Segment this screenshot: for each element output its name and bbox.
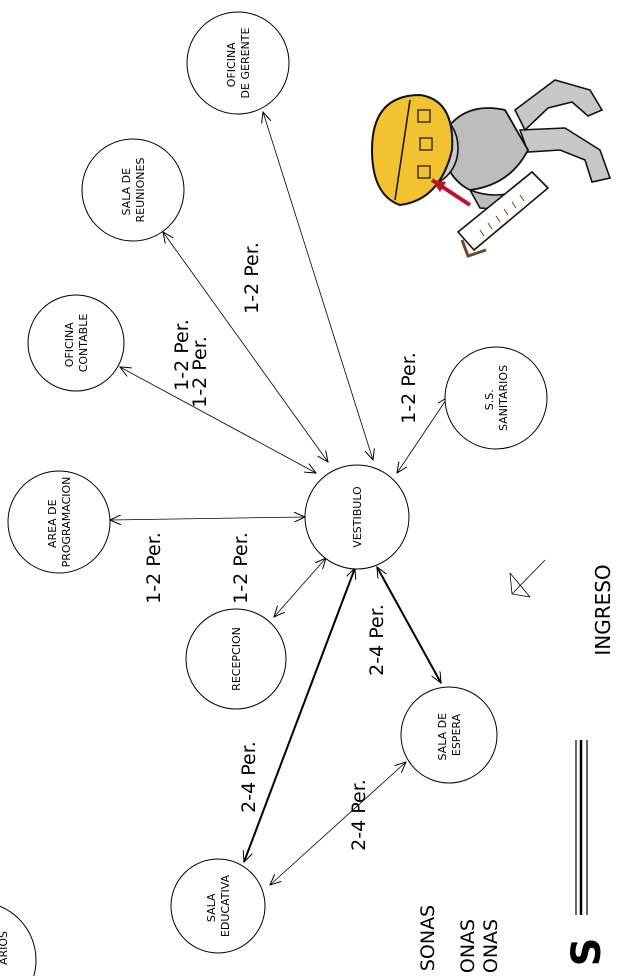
node-sala-reuniones-label-1: SALA DE xyxy=(120,168,133,216)
legend-line-3: ONAS xyxy=(480,919,502,973)
node-ss-sanitarios-label-1: S.S. xyxy=(483,389,496,410)
entry-label: INGRESO xyxy=(591,564,615,655)
node-sala-espera-label-1: SALA DE xyxy=(436,713,449,761)
edge-label-gerente: 1-2 Per. xyxy=(241,242,263,314)
edge-programacion xyxy=(110,517,305,520)
svg-text:RECEPCION: RECEPCION xyxy=(230,627,243,691)
node-oficina-gerente-label-1: OFICINA xyxy=(225,42,238,87)
edge-label-programacion: 1-2 Per. xyxy=(143,532,165,604)
svg-text:SALA EDUCATIVA: SALA EDUCATIVA xyxy=(205,874,232,937)
edge-contable xyxy=(120,367,316,473)
node-area-programacion xyxy=(7,470,111,574)
node-ss-sanitarios xyxy=(444,346,548,450)
node-vestibulo xyxy=(304,464,410,570)
edge-label-sanitarios: 1-2 Per. xyxy=(398,352,420,424)
edge-label-espera-educativa: 2-4 Per. xyxy=(348,779,370,851)
edge-label-contable: 1-2 Per. xyxy=(189,336,211,408)
title-rule xyxy=(575,740,588,915)
edge-educativa xyxy=(244,568,355,862)
edge-sanitarios xyxy=(397,397,448,473)
svg-text:VESTIBULO: VESTIBULO xyxy=(351,486,364,548)
node-partial-label: ARIOS xyxy=(0,931,10,965)
node-recepcion-label: RECEPCION xyxy=(230,627,243,691)
node-area-programacion-label-1: AREA DE xyxy=(46,499,59,548)
node-sala-reuniones-label-2: REUNIONES xyxy=(134,158,147,223)
edge-gerente xyxy=(263,112,373,460)
node-vestibulo-label: VESTIBULO xyxy=(351,486,364,548)
edges xyxy=(110,112,448,885)
edge-espera xyxy=(376,567,442,683)
worker-with-helmet-icon xyxy=(370,79,612,258)
svg-text:OFICINA DE GERENTE: OFICINA DE GERENTE xyxy=(225,28,252,99)
node-ss-sanitarios-label-2: SANITARIOS xyxy=(497,365,510,431)
node-oficina-contable-label-2: CONTABLE xyxy=(77,314,90,373)
node-area-programacion-label-2: PROGRAMACION xyxy=(60,477,73,568)
entry-arrow-icon xyxy=(509,559,546,598)
node-oficina-gerente xyxy=(186,11,290,115)
edge-label-recepcion: 1-2 Per. xyxy=(230,532,252,604)
svg-text:SALA DE ESPERA: SALA DE ESPERA xyxy=(436,709,463,760)
nodes: OFICINA DE GERENTE SALA DE REUNIONES OFI… xyxy=(0,11,548,976)
node-oficina-contable-label-1: OFICINA xyxy=(63,322,76,367)
node-sala-espera xyxy=(400,686,498,784)
svg-text:AREA DE PROGRAMACION: AREA DE PROGRAMACION xyxy=(46,477,73,568)
edge-label-educativa: 2-4 Per. xyxy=(238,741,260,813)
node-oficina-contable xyxy=(27,294,125,392)
edge-label-reuniones: 1-2 Per. xyxy=(171,319,193,391)
edge-labels: 1-2 Per. 1-2 Per. 1-2 Per. 1-2 Per. 1-2 … xyxy=(143,242,420,851)
legend-line-1: SONAS xyxy=(417,905,439,971)
edge-label-espera: 2-4 Per. xyxy=(366,604,388,676)
node-oficina-gerente-label-2: DE GERENTE xyxy=(239,28,252,99)
node-sala-educativa-label-2: EDUCATIVA xyxy=(219,874,232,937)
svg-text:SALA DE REUNIONES: SALA DE REUNIONES xyxy=(120,158,147,223)
edge-recepcion xyxy=(274,558,326,617)
edge-espera-educativa xyxy=(270,762,406,885)
node-sala-espera-label-2: ESPERA xyxy=(450,713,463,756)
node-sala-educativa-label-1: SALA xyxy=(205,893,218,922)
node-partial xyxy=(0,905,37,976)
svg-text:S.S. SANITARIOS: S.S. SANITARIOS xyxy=(483,365,510,431)
svg-text:OFICINA CONTABLE: OFICINA CONTABLE xyxy=(63,314,90,373)
node-sala-reuniones xyxy=(81,138,185,242)
svg-text:ARIOS: ARIOS xyxy=(0,931,10,965)
node-recepcion xyxy=(185,608,287,710)
partial-title: S xyxy=(564,938,610,967)
node-sala-educativa xyxy=(170,858,266,954)
legend-line-2: ONAS xyxy=(457,919,479,973)
